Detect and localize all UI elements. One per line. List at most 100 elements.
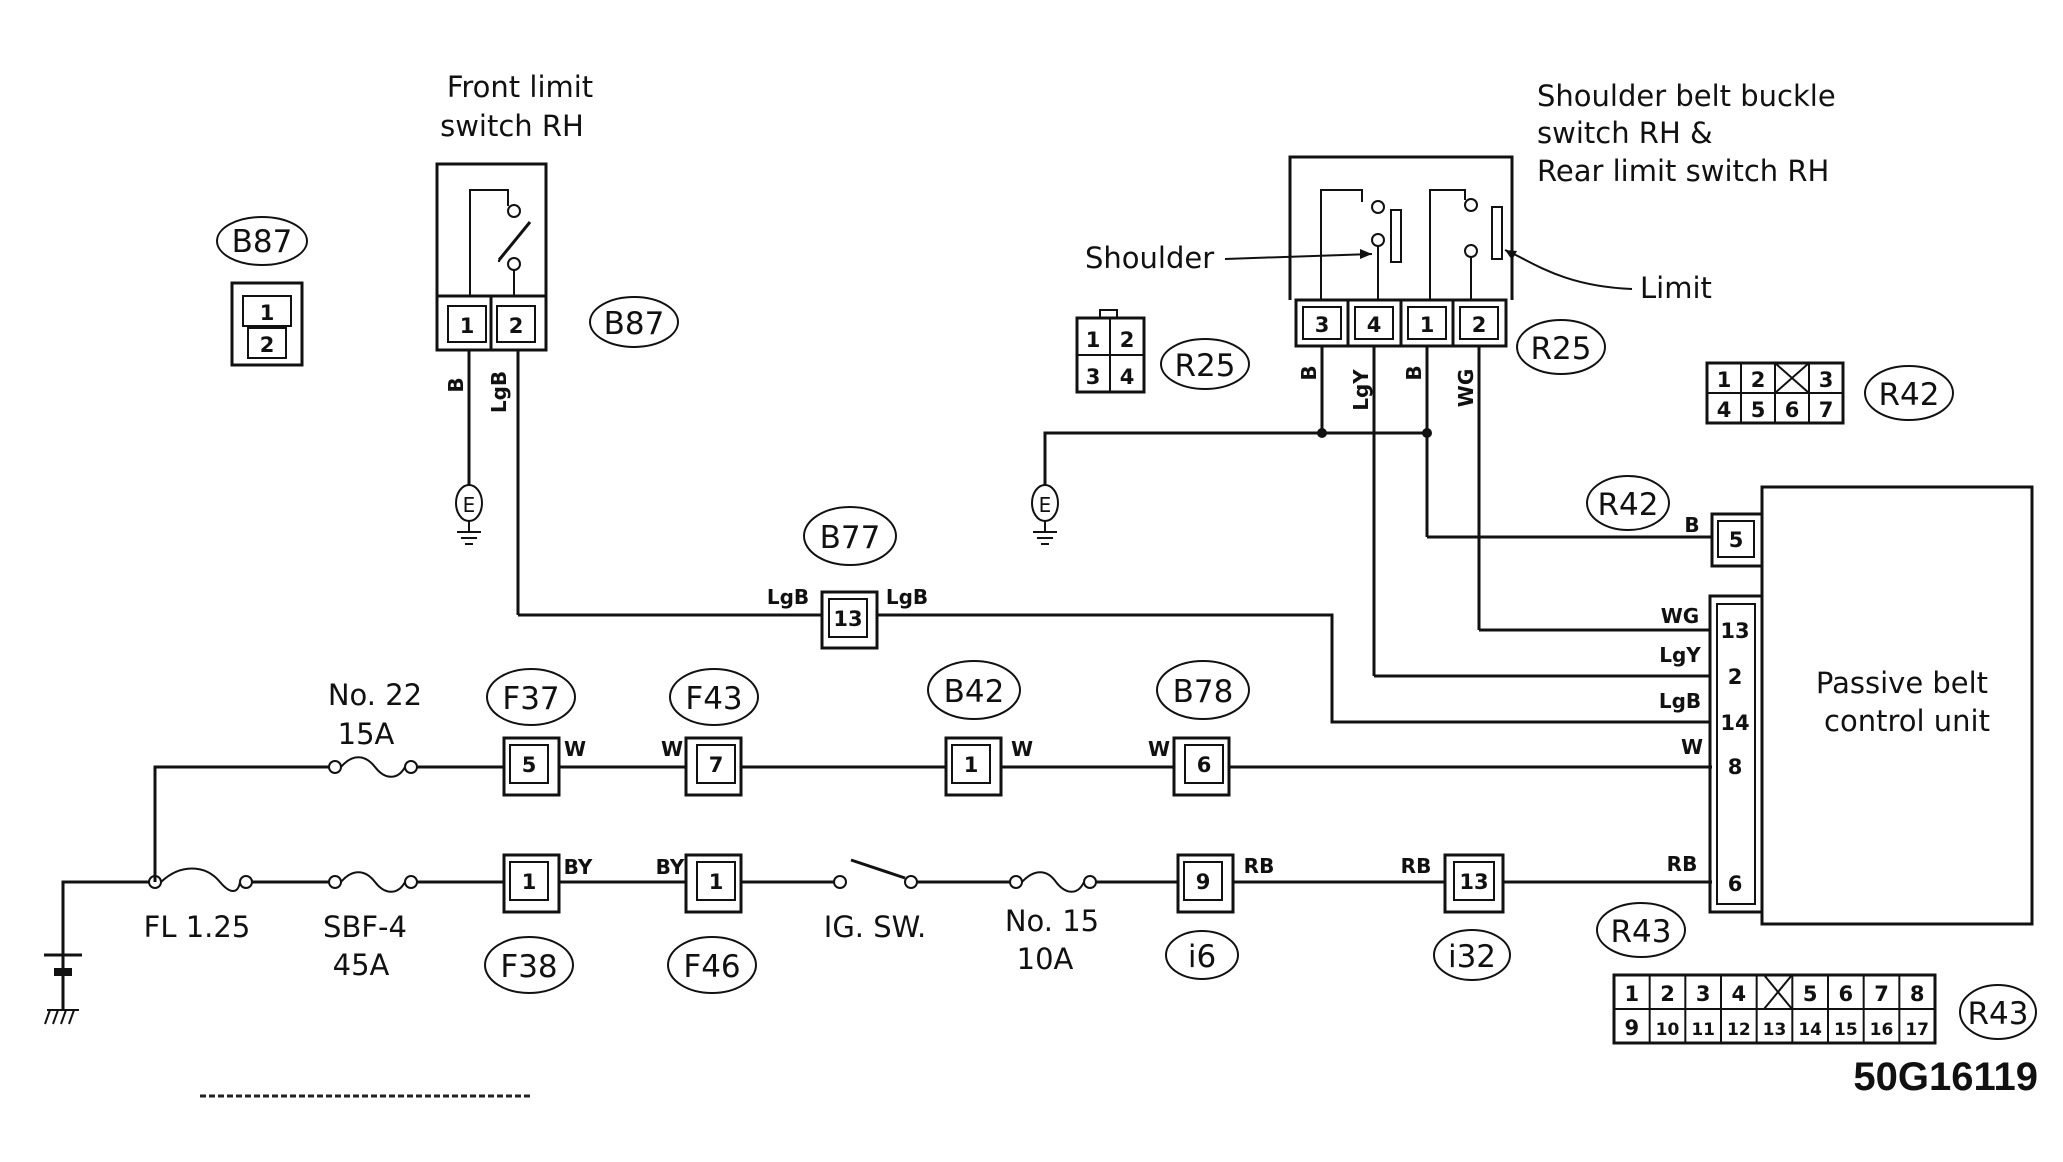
svg-text:13: 13 [1720,619,1749,643]
svg-text:2: 2 [1120,328,1135,352]
svg-text:F38: F38 [500,949,557,985]
svg-text:F46: F46 [683,949,740,985]
svg-text:8: 8 [1728,755,1743,779]
svg-text:i32: i32 [1448,939,1496,975]
r43-grid-cell: 15 [1834,1020,1858,1040]
svg-text:i6: i6 [1188,939,1216,975]
r43-grid-cell: 9 [1625,1016,1640,1040]
svg-text:RB: RB [1667,852,1698,876]
svg-text:control unit: control unit [1824,704,1990,738]
svg-text:LgB: LgB [487,371,511,413]
svg-text:15A: 15A [338,717,395,751]
svg-text:10A: 10A [1017,942,1074,976]
svg-text:1: 1 [522,870,537,894]
svg-text:LgY: LgY [1349,369,1373,411]
svg-text:2: 2 [1728,665,1743,689]
svg-text:6: 6 [1785,398,1800,422]
svg-text:W: W [1681,735,1703,759]
svg-text:LgB: LgB [1659,689,1701,713]
svg-text:5: 5 [1729,528,1744,552]
svg-text:E: E [463,493,476,517]
svg-text:3: 3 [1086,365,1101,389]
svg-text:4: 4 [1120,365,1135,389]
svg-text:F37: F37 [502,681,559,717]
front-switch-wires: B LgB [444,350,1712,724]
svg-text:RB: RB [1244,854,1275,878]
svg-text:B: B [444,377,468,392]
svg-text:W: W [564,737,586,761]
svg-text:No. 22: No. 22 [328,678,422,712]
svg-text:14: 14 [1720,711,1749,735]
r43-grid-cell: 8 [1910,982,1925,1006]
svg-text:R25: R25 [1175,348,1236,384]
shoulder-limit-switch: Shoulder belt buckle switch RH & Rear li… [1085,79,1836,375]
svg-text:1: 1 [1420,313,1435,337]
svg-text:1: 1 [1086,328,1101,352]
ground-symbol-left: E [455,470,483,545]
svg-text:13: 13 [1459,870,1488,894]
passive-belt-control-unit: Passive belt control unit R42 5 B 13 2 1… [1586,475,2034,958]
svg-text:LgY: LgY [1659,643,1701,667]
svg-text:B77: B77 [820,520,881,556]
r43-grid-cell: 10 [1656,1020,1680,1040]
r43-grid-cell: 16 [1870,1020,1894,1040]
r43-grid-cell: 1 [1625,982,1640,1006]
svg-text:WG: WG [1661,604,1699,628]
svg-text:Front limit: Front limit [447,70,593,104]
svg-text:FL 1.25: FL 1.25 [144,910,251,944]
svg-text:R25: R25 [1531,331,1592,367]
b87-connector-symbol: B87 1 2 [216,216,308,367]
svg-text:B87: B87 [232,224,293,260]
svg-text:7: 7 [709,753,724,777]
svg-text:45A: 45A [333,948,390,982]
r42-connector-grid: 1 2 3 4 5 6 7 R42 [1705,361,1954,425]
svg-text:6: 6 [1728,872,1743,896]
svg-text:2: 2 [509,314,524,338]
svg-text:1: 1 [260,301,275,325]
r43-grid-cell: 13 [1763,1020,1787,1040]
r43-grid-cell: 4 [1732,982,1747,1006]
svg-text:No. 15: No. 15 [1005,904,1099,938]
svg-text:LgB: LgB [767,585,809,609]
shoulder-switch-wires: B LgY B WG [1043,346,1712,678]
svg-text:6: 6 [1197,753,1212,777]
svg-text:3: 3 [1315,313,1330,337]
r43-grid-cell: 6 [1839,982,1854,1006]
svg-text:B: B [1684,513,1699,537]
svg-text:switch RH: switch RH [440,109,584,143]
svg-text:R42: R42 [1598,487,1659,523]
svg-text:3: 3 [1819,368,1834,392]
r43-grid-cell: 12 [1727,1020,1751,1040]
r43-grid-cell: 11 [1691,1020,1715,1040]
svg-text:2: 2 [1472,313,1487,337]
svg-text:1: 1 [1717,368,1732,392]
svg-text:W: W [1011,737,1033,761]
svg-text:13: 13 [833,607,862,631]
svg-text:5: 5 [522,753,537,777]
r43-grid-cell: 14 [1798,1020,1822,1040]
rb-circuit: FL 1.25 SBF-4 45A 1 BY F38 1 BY F46 IG. … [44,853,1712,1025]
r43-grid-cell: 5 [1803,982,1818,1006]
svg-text:1: 1 [964,753,979,777]
svg-text:2: 2 [260,333,275,357]
svg-text:W: W [661,737,683,761]
svg-text:LgB: LgB [886,585,928,609]
svg-text:switch RH &: switch RH & [1537,116,1713,150]
svg-text:B87: B87 [604,306,665,342]
svg-text:B78: B78 [1173,674,1234,710]
svg-text:Shoulder belt buckle: Shoulder belt buckle [1537,79,1836,113]
svg-text:WG: WG [1454,369,1478,407]
svg-text:IG. SW.: IG. SW. [824,910,926,944]
svg-text:7: 7 [1819,398,1834,422]
svg-text:RB: RB [1401,854,1432,878]
svg-text:4: 4 [1367,313,1382,337]
svg-text:E: E [1039,493,1052,517]
svg-text:Rear limit switch RH: Rear limit switch RH [1537,154,1829,188]
svg-text:F43: F43 [685,681,742,717]
svg-text:SBF-4: SBF-4 [323,910,407,944]
svg-text:Shoulder: Shoulder [1085,241,1214,275]
svg-text:Limit: Limit [1640,271,1712,305]
svg-text:BY: BY [656,855,685,879]
svg-text:B: B [1402,365,1426,380]
